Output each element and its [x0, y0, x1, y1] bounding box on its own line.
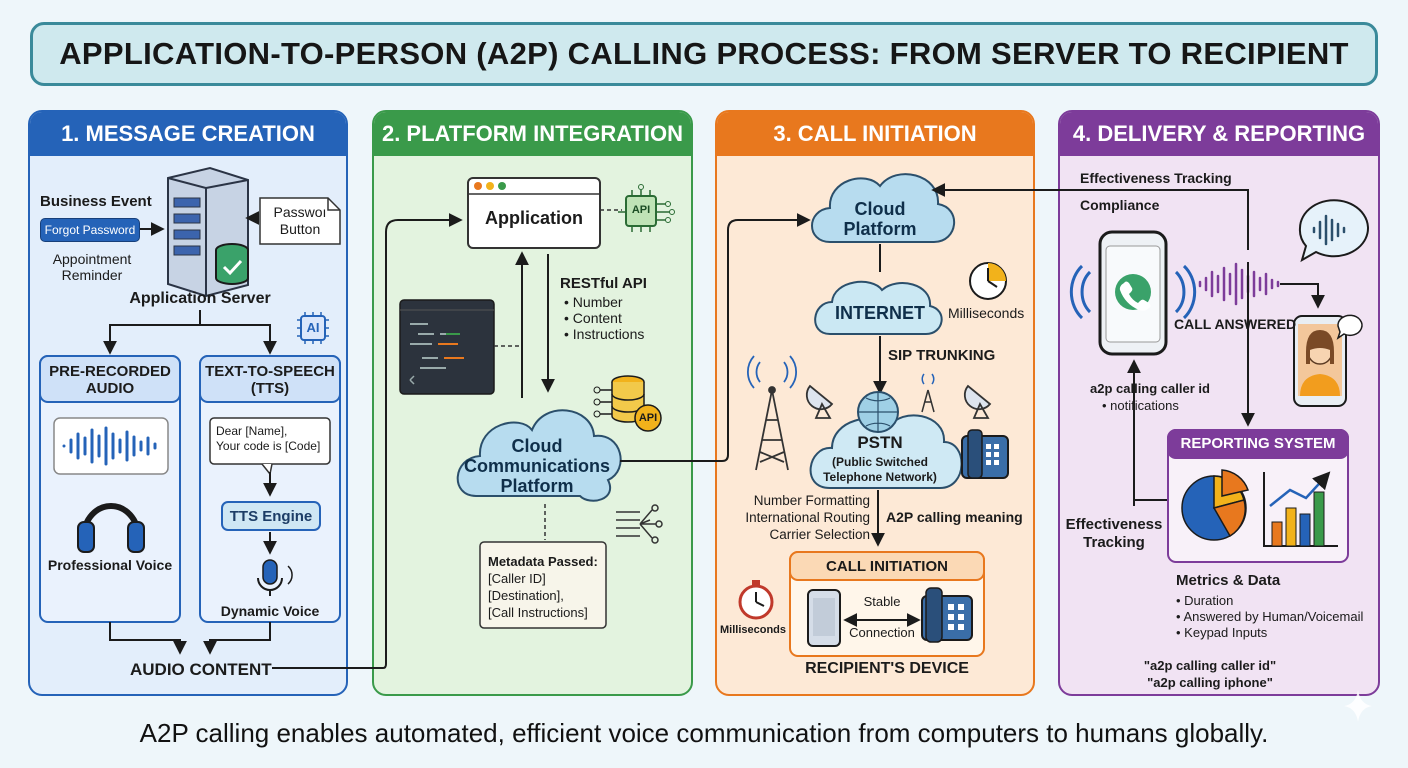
metrics-title: Metrics & Data: [1176, 572, 1281, 589]
internet-label: INTERNET: [835, 303, 925, 323]
database-icon: [593, 375, 662, 432]
metadata-box: [479, 541, 607, 629]
business-event-label: Business Event: [40, 193, 152, 210]
page-title: APPLICATION-TO-PERSON (A2P) CALLING PROC…: [59, 36, 1349, 71]
desk-phone-icon: [961, 429, 1009, 479]
tts-engine-label: TTS Engine: [229, 508, 313, 525]
satellite-dish-icon: [805, 384, 992, 419]
stopwatch-icon: [738, 580, 774, 620]
person-avatar-icon: [1293, 314, 1363, 407]
cell-tower-icon: [747, 355, 797, 471]
restful-api-list: Number Content Instructions: [564, 294, 645, 342]
routing-lines: Number Formatting International Routing …: [745, 493, 870, 542]
panel-title: 4. DELIVERY & REPORTING: [1060, 112, 1378, 156]
tts-message: Dear [Name],Your code is [Code]: [216, 424, 321, 453]
phone-ringing-icon: [1069, 230, 1197, 356]
headphones-icon: [77, 503, 145, 553]
a2p-meaning-label: A2P calling meaning: [886, 509, 1023, 525]
panel-title: 2. PLATFORM INTEGRATION: [374, 112, 691, 156]
speech-bubble-icon: [1298, 199, 1369, 263]
milliseconds-bottom-label: Milliseconds: [720, 624, 787, 636]
document-icon: [259, 197, 341, 245]
effectiveness-tracking-top: Effectiveness Tracking: [1080, 170, 1232, 186]
metadata-text: Metadata Passed: [Caller ID] [Destinatio…: [488, 554, 598, 620]
quotes-text: "a2p calling caller id""a2p calling ipho…: [1143, 658, 1277, 690]
clock-icon: [969, 262, 1007, 300]
panel-title: 1. MESSAGE CREATION: [30, 112, 346, 156]
tts-title: TEXT-TO-SPEECH(TTS): [205, 363, 335, 397]
smartphone-icon: [807, 589, 841, 647]
ai-badge: AI: [306, 320, 320, 335]
internet-cloud: [814, 281, 943, 335]
browser-window-icon: [467, 177, 601, 249]
network-icon: [616, 504, 663, 544]
audio-content-label: AUDIO CONTENT: [130, 660, 272, 679]
pie-chart-icon: [1181, 469, 1249, 541]
application-label: Application: [485, 208, 583, 228]
globe-icon: [857, 391, 899, 433]
checkmark-icon: [215, 243, 249, 285]
caller-id-label: a2p calling caller id: [1090, 381, 1210, 396]
page-title-bar: APPLICATION-TO-PERSON (A2P) CALLING PROC…: [30, 22, 1378, 86]
call-initiation-title: CALL INITIATION: [826, 558, 948, 575]
stable-label: Stable: [863, 594, 901, 609]
milliseconds-top-label: Milliseconds: [948, 305, 1025, 321]
sparkle-icon: [1344, 690, 1372, 722]
cloud-icon: [811, 173, 955, 243]
waveform-icon: [1198, 262, 1280, 306]
metrics-list: Duration Answered by Human/Voicemail Key…: [1176, 593, 1363, 641]
call-answered-label: CALL ANSWERED: [1174, 316, 1297, 332]
microphone-icon: [257, 559, 293, 596]
api-badge-top: API: [631, 204, 651, 216]
panel-title: 3. CALL INITIATION: [717, 112, 1033, 156]
tts-engine-box: [221, 501, 321, 531]
restful-api-label: RESTful API: [560, 275, 647, 292]
pstn-label: PSTN: [857, 433, 903, 452]
cloud-icon: [456, 409, 622, 502]
professional-voice-label: Professional Voice: [47, 557, 173, 573]
waveform-icon: [53, 417, 169, 475]
reporting-system-title: REPORTING SYSTEM: [1180, 435, 1336, 452]
bar-chart-icon: [1263, 471, 1338, 547]
desk-phone-icon: [921, 587, 973, 643]
ai-chip-icon: [297, 312, 329, 344]
code-editor-icon: [399, 299, 495, 395]
sip-trunking-label: SIP TRUNKING: [888, 347, 996, 364]
dynamic-voice-label: Dynamic Voice: [220, 603, 320, 619]
recipient-device-label: RECIPIENT'S DEVICE: [805, 660, 969, 677]
notifications-list: notifications: [1102, 398, 1179, 413]
application-server-label: Application Server: [129, 290, 271, 307]
compliance-label: Compliance: [1080, 197, 1160, 213]
footer-caption: A2P calling enables automated, efficient…: [139, 718, 1269, 748]
api-chip-icon: [618, 184, 675, 232]
connection-label: Connection: [849, 625, 915, 640]
api-badge-db: API: [638, 412, 658, 424]
forgot-password-button[interactable]: Forgot Password: [40, 218, 140, 242]
